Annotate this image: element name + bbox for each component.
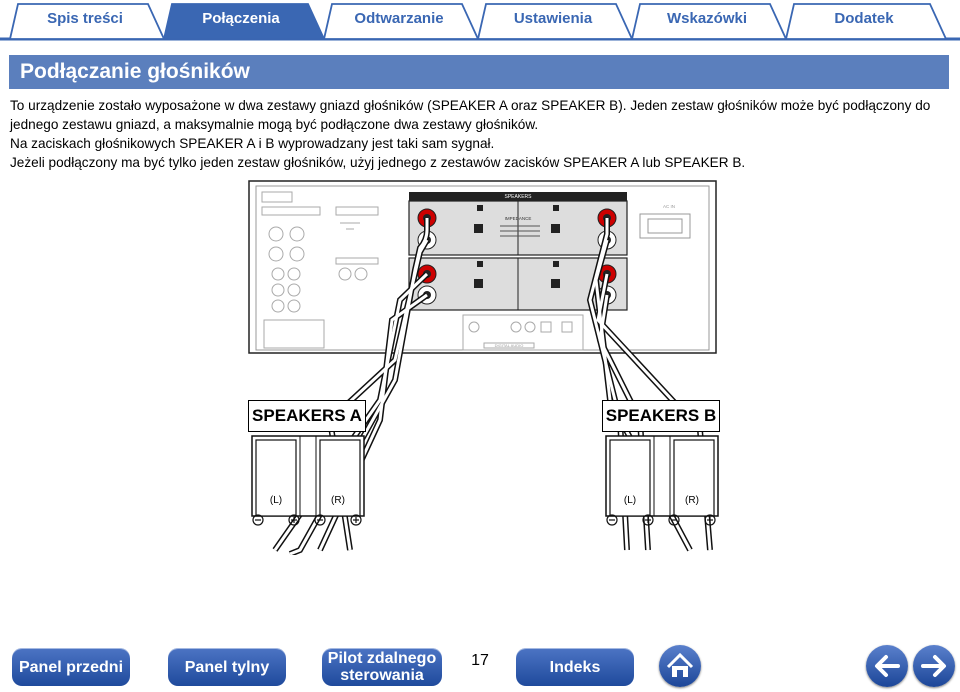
body-text: To urządzenie zostało wyposażone w dwa z… <box>10 96 952 172</box>
impedance-text <box>500 225 540 237</box>
tab-dodatek[interactable]: Dodatek <box>834 10 894 27</box>
paragraph-same-signal: Na zaciskach głośnikowych SPEAKER A i B … <box>10 136 495 151</box>
page-number: 17 <box>471 652 489 669</box>
panel-speakers-text: SPEAKERS <box>505 194 533 200</box>
speaker-b-left-label: (L) <box>624 495 636 506</box>
home-icon <box>666 652 694 677</box>
tab-polaczenia[interactable]: Połączenia <box>202 10 280 27</box>
remote-control-line1: Pilot zdalnego <box>327 650 437 667</box>
rear-panel-button[interactable]: Panel tylny <box>168 648 286 686</box>
paragraph-intro: To urządzenie zostało wyposażone w dwa z… <box>10 98 931 132</box>
speakers-b-label: SPEAKERS B <box>602 400 720 432</box>
home-button[interactable] <box>659 645 701 687</box>
tab-odtwarzanie[interactable]: Odtwarzanie <box>354 10 444 27</box>
speakers-a-label: SPEAKERS A <box>248 400 366 432</box>
speakers-a-cabinets <box>251 435 365 517</box>
index-button[interactable]: Indeks <box>516 648 634 686</box>
polarity-symbols <box>252 514 716 526</box>
ac-in-text: AC IN <box>663 204 675 209</box>
section-title-bar: Podłączanie głośników <box>9 55 949 89</box>
arrow-left-icon <box>875 655 900 677</box>
tab-shapes <box>0 3 960 41</box>
digital-audio-text: DIGITAL AUDIO <box>495 343 524 348</box>
forward-button[interactable] <box>913 645 955 687</box>
impedance-heading-text: IMPEDANCE <box>505 216 532 221</box>
speaker-a-left-label: (L) <box>270 495 282 506</box>
tab-wskazowki[interactable]: Wskazówki <box>666 10 748 27</box>
tab-ustawienia[interactable]: Ustawienia <box>513 10 593 27</box>
front-panel-button[interactable]: Panel przedni <box>12 648 130 686</box>
speaker-b-right-label: (R) <box>685 495 699 506</box>
speakers-b-cabinets <box>605 435 719 517</box>
digital-audio-area <box>462 314 584 351</box>
arrow-right-icon <box>921 655 946 677</box>
analog-inputs-area <box>261 191 379 349</box>
speaker-connection-diagram: SPEAKERS IMPEDANCE DIGITAL AUDIO AC IN <box>0 175 960 557</box>
remote-control-button[interactable]: Pilot zdalnego sterowania <box>322 648 442 686</box>
rear-panel-illustration: SPEAKERS IMPEDANCE DIGITAL AUDIO AC IN <box>248 180 719 557</box>
back-button[interactable] <box>866 645 908 687</box>
remote-control-line2: sterowania <box>340 667 424 684</box>
tab-spis-tresci[interactable]: Spis treści <box>47 10 123 27</box>
tab-bar: Spis treści Połączenia Odtwarzanie Ustaw… <box>0 0 960 41</box>
section-title: Podłączanie głośników <box>20 60 250 83</box>
speaker-a-right-label: (R) <box>331 495 345 506</box>
paragraph-single-set: Jeżeli podłączony ma być tylko jeden zes… <box>10 155 746 170</box>
